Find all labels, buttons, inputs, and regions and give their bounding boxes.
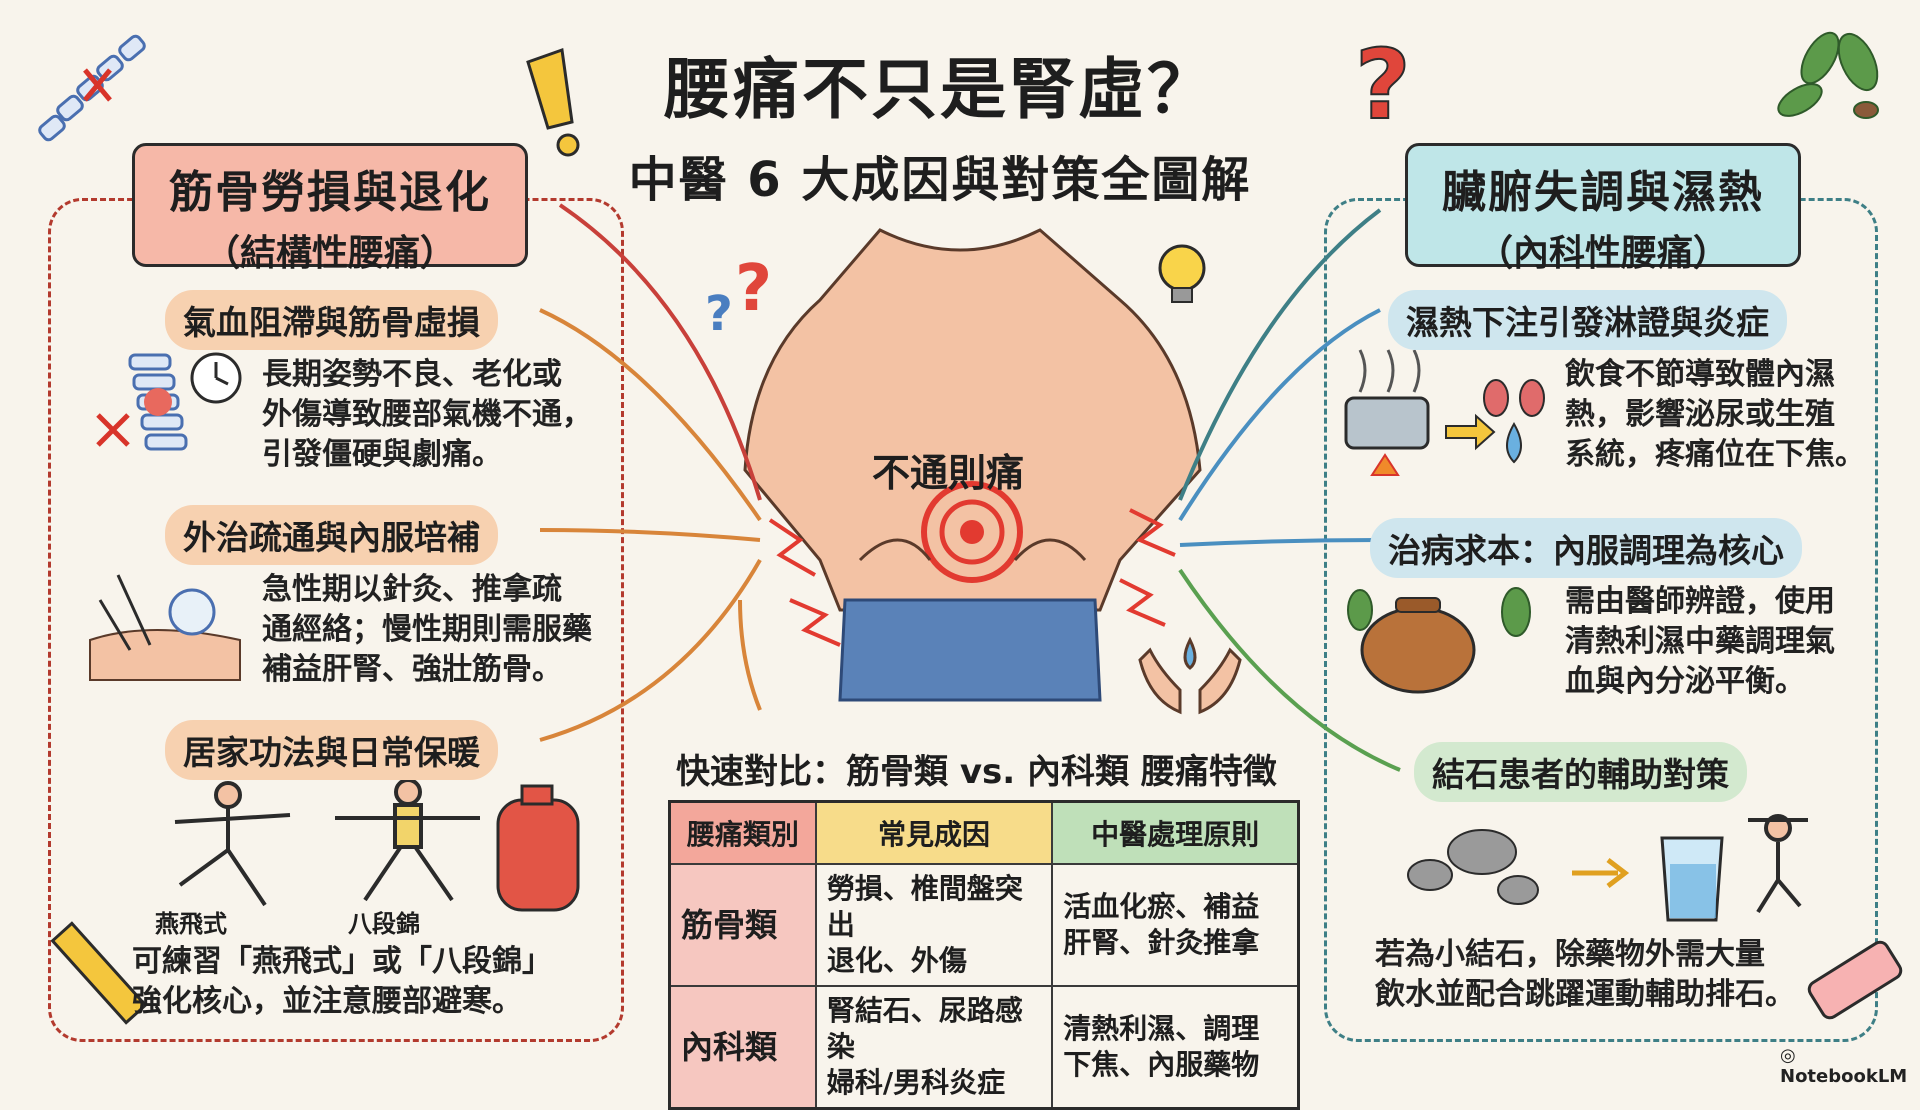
right-item-1-title: 濕熱下注引發淋證與炎症 (1388, 290, 1787, 350)
question-mark-icon: ? (735, 252, 772, 326)
right-item-3-text: 若為小結石，除藥物外需大量 飲水並配合跳躍運動輔助排石。 (1375, 937, 1795, 1012)
page-title: 腰痛不只是腎虛？ (664, 51, 1216, 128)
caption-yanfei: 燕飛式 (155, 910, 227, 938)
page-subtitle: 中醫 6 大成因與對策全圖解 (628, 152, 1252, 208)
pencil-icon (50, 921, 148, 1025)
clock-icon (190, 352, 242, 404)
comparison-table: 腰痛類別 常見成因 中醫處理原則 筋骨類 勞損、椎間盤突出 退化、外傷 活血化瘀… (668, 800, 1300, 1110)
steaming-pot-icon (1344, 349, 1430, 476)
right-item-2-title: 治病求本：內服調理為核心 (1370, 518, 1802, 578)
spine-sketch-icon (38, 34, 146, 142)
exclamation-icon (526, 47, 580, 157)
arrow-right-icon (1572, 858, 1630, 888)
herb-leaves-icon (1777, 31, 1879, 119)
lightbulb-icon (1158, 244, 1206, 303)
pain-spark-icon (768, 508, 1176, 647)
table-header-row: 腰痛類別 常見成因 中醫處理原則 (668, 800, 1300, 865)
right-section-subtitle: （內科性腰痛） (1476, 233, 1729, 274)
caption-baduanjin: 八段錦 (348, 910, 420, 938)
left-section-subtitle: （結構性腰痛） (203, 233, 456, 274)
water-glass-icon (1660, 836, 1724, 922)
right-item-3-title: 結石患者的輔助對策 (1414, 742, 1747, 802)
water-drop-icon (1506, 422, 1522, 464)
injured-spine-icon (96, 353, 188, 451)
yanfei-exercise-figure (174, 781, 291, 907)
table-header-cell: 腰痛類別 (668, 800, 817, 865)
table-row: 內科類 腎結石、尿路感染 婦科/男科炎症 清熱利濕、調理 下焦、內服藥物 (668, 985, 1300, 1110)
back-pain-torso-illustration (743, 228, 1202, 702)
table-header-cell: 常見成因 (814, 800, 1054, 865)
eraser-icon (1807, 940, 1903, 1020)
notebooklm-badge: ◎ NotebookLM (1780, 1045, 1908, 1087)
baduanjin-exercise-figure (335, 778, 480, 902)
left-item-3-title: 居家功法與日常保暖 (165, 720, 498, 780)
arrow-right-icon (1445, 413, 1496, 451)
right-section-title: 臟腑失調與濕熱 (1442, 167, 1764, 218)
right-item-1-text: 飲食不節導致體內濕 熱，影響泌尿或生殖 系統，疼痛位在下焦。 (1565, 357, 1865, 472)
kidney-icon (1483, 379, 1545, 417)
left-item-2-title: 外治疏通與內服培補 (165, 505, 498, 565)
question-mark-icon: ? (705, 286, 733, 342)
table-row-label: 筋骨類 (668, 863, 817, 987)
right-item-2-text: 需由醫師辨證，使用 清熱利濕中藥調理氣 血與內分泌平衡。 (1565, 584, 1835, 699)
table-row: 筋骨類 勞損、椎間盤突出 退化、外傷 活血化瘀、補益 肝腎、針灸推拿 (668, 863, 1300, 987)
acupuncture-cupping-icon (89, 574, 241, 681)
table-cell: 活血化瘀、補益 肝腎、針灸推拿 (1051, 863, 1300, 987)
left-section-title: 筋骨勞損與退化 (169, 167, 491, 218)
hands-drop-icon (1138, 636, 1242, 715)
notebooklm-logo-icon: ◎ (1780, 1045, 1796, 1066)
hot-water-bottle-icon (496, 784, 580, 912)
stones-icon (1407, 829, 1539, 905)
table-header-cell: 中醫處理原則 (1051, 800, 1300, 865)
illustration-layer: ? ? ? (38, 28, 1903, 1025)
question-mark-icon: ? (1355, 29, 1411, 141)
herbal-pot-icon (1347, 587, 1531, 694)
left-item-1-text: 長期姿勢不良、老化或 外傷導致腰部氣機不通， 引發僵硬與劇痛。 (262, 357, 592, 472)
right-section-header: 臟腑失調與濕熱 （內科性腰痛） (1405, 143, 1801, 274)
table-cell: 勞損、椎間盤突出 退化、外傷 (814, 863, 1054, 987)
comparison-table-title: 快速對比：筋骨類 vs. 內科類 腰痛特徵 (676, 752, 1277, 792)
left-section-header: 筋骨勞損與退化 （結構性腰痛） (132, 143, 528, 274)
table-row-label: 內科類 (668, 985, 817, 1110)
left-item-3-text: 可練習「燕飛式」或「八段錦」 強化核心，並注意腰部避寒。 (132, 944, 552, 1019)
arrow-connector (539, 203, 1401, 772)
table-cell: 腎結石、尿路感染 婦科/男科炎症 (814, 985, 1054, 1110)
center-label: 不通則痛 (872, 451, 1025, 495)
left-item-1-title: 氣血阻滯與筋骨虛損 (165, 290, 498, 350)
jumping-person-icon (1748, 814, 1808, 914)
table-cell: 清熱利濕、調理 下焦、內服藥物 (1051, 985, 1300, 1110)
left-item-2-text: 急性期以針灸、推拿疏 通經絡；慢性期則需服藥 補益肝腎、強壯筋骨。 (262, 572, 592, 687)
